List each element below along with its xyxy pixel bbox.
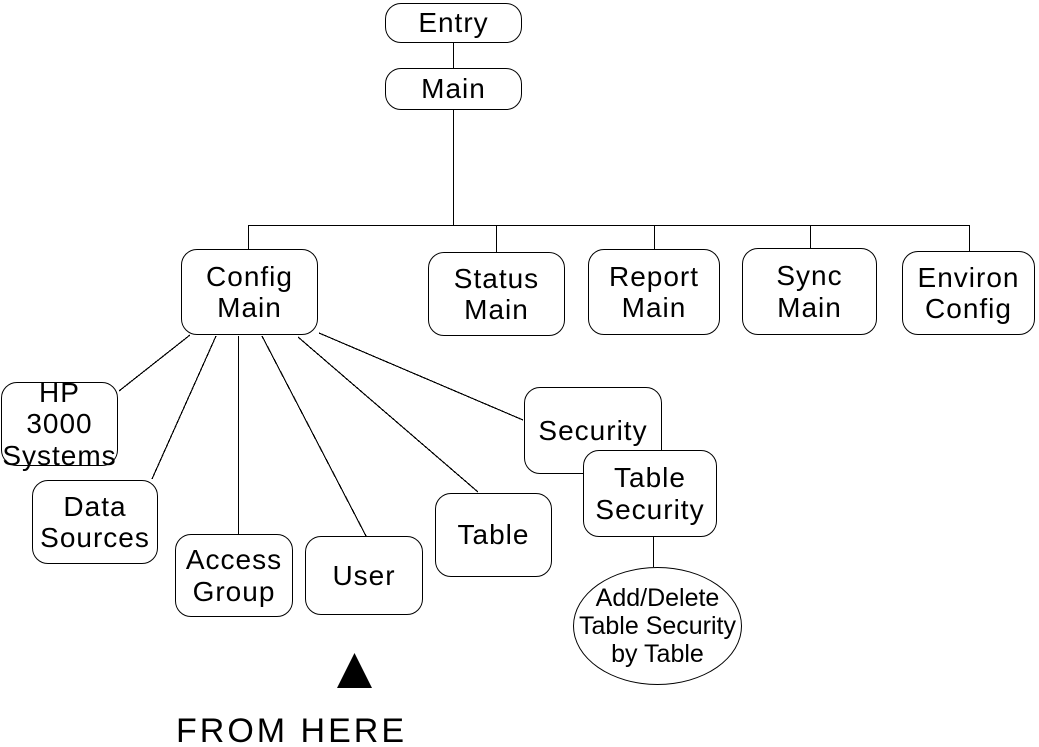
node-report-main-label: Report Main [608, 260, 700, 323]
node-config-main-label: Config Main [206, 260, 293, 323]
edge-config-user [261, 335, 367, 537]
node-hp-3000-systems-label: HP 3000 Systems [2, 376, 117, 471]
node-main-label: Main [421, 73, 486, 105]
node-access-group: Access Group [175, 534, 293, 617]
node-data-sources: Data Sources [32, 480, 158, 564]
node-table: Table [435, 493, 552, 577]
edge-config-security [318, 332, 524, 421]
node-entry: Entry [385, 3, 522, 43]
node-report-main: Report Main [588, 249, 720, 335]
node-table-security-label: Table Security [595, 462, 705, 525]
edge-config-hp-3000-systems [118, 334, 191, 392]
edge-config-table [297, 336, 479, 493]
node-sync-main-label: Sync Main [776, 260, 843, 323]
node-config-main: Config Main [181, 249, 318, 335]
node-access-group-label: Access Group [185, 544, 283, 607]
node-status-main-label: Status Main [453, 262, 540, 325]
node-entry-label: Entry [418, 7, 489, 39]
node-table-security: Table Security [583, 450, 717, 537]
node-environ-config: Environ Config [902, 251, 1035, 335]
edge-config-data-sources [151, 335, 217, 480]
node-sync-main: Sync Main [742, 248, 877, 335]
node-user: User [305, 536, 423, 615]
node-main: Main [385, 68, 522, 110]
from-here-label: FROM HERE [176, 712, 407, 747]
node-user-label: User [332, 559, 396, 591]
node-environ-config-label: Environ Config [917, 261, 1020, 324]
node-table-label: Table [457, 519, 530, 551]
node-hp-3000-systems: HP 3000 Systems [1, 377, 118, 471]
node-add-delete-table-security-label: Add/Delete Table Security by Table [578, 583, 737, 669]
up-triangle-marker-icon [337, 653, 372, 688]
node-add-delete-table-security: Add/Delete Table Security by Table [573, 567, 742, 685]
node-security-label: Security [538, 414, 648, 446]
node-data-sources-label: Data Sources [40, 490, 150, 553]
node-status-main: Status Main [428, 252, 565, 336]
